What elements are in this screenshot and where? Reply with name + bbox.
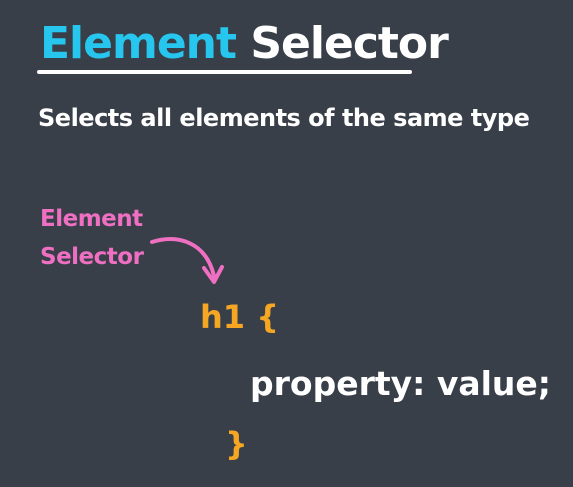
code-declaration-line: property: value; — [250, 364, 551, 403]
annotation-label: Element Selector — [40, 200, 144, 276]
code-selector-line: h1 { — [200, 298, 279, 336]
title-highlight-word: Element — [40, 18, 237, 69]
title-word: Selector — [250, 18, 448, 69]
subtitle: Selects all elements of the same type — [38, 104, 530, 132]
annotation-line-1: Element — [40, 206, 143, 232]
curved-arrow-icon — [150, 237, 224, 284]
annotation-line-2: Selector — [40, 244, 144, 270]
title-underline — [37, 70, 412, 74]
code-closing-brace: } — [225, 425, 248, 463]
page-title: Element Selector — [40, 16, 449, 72]
